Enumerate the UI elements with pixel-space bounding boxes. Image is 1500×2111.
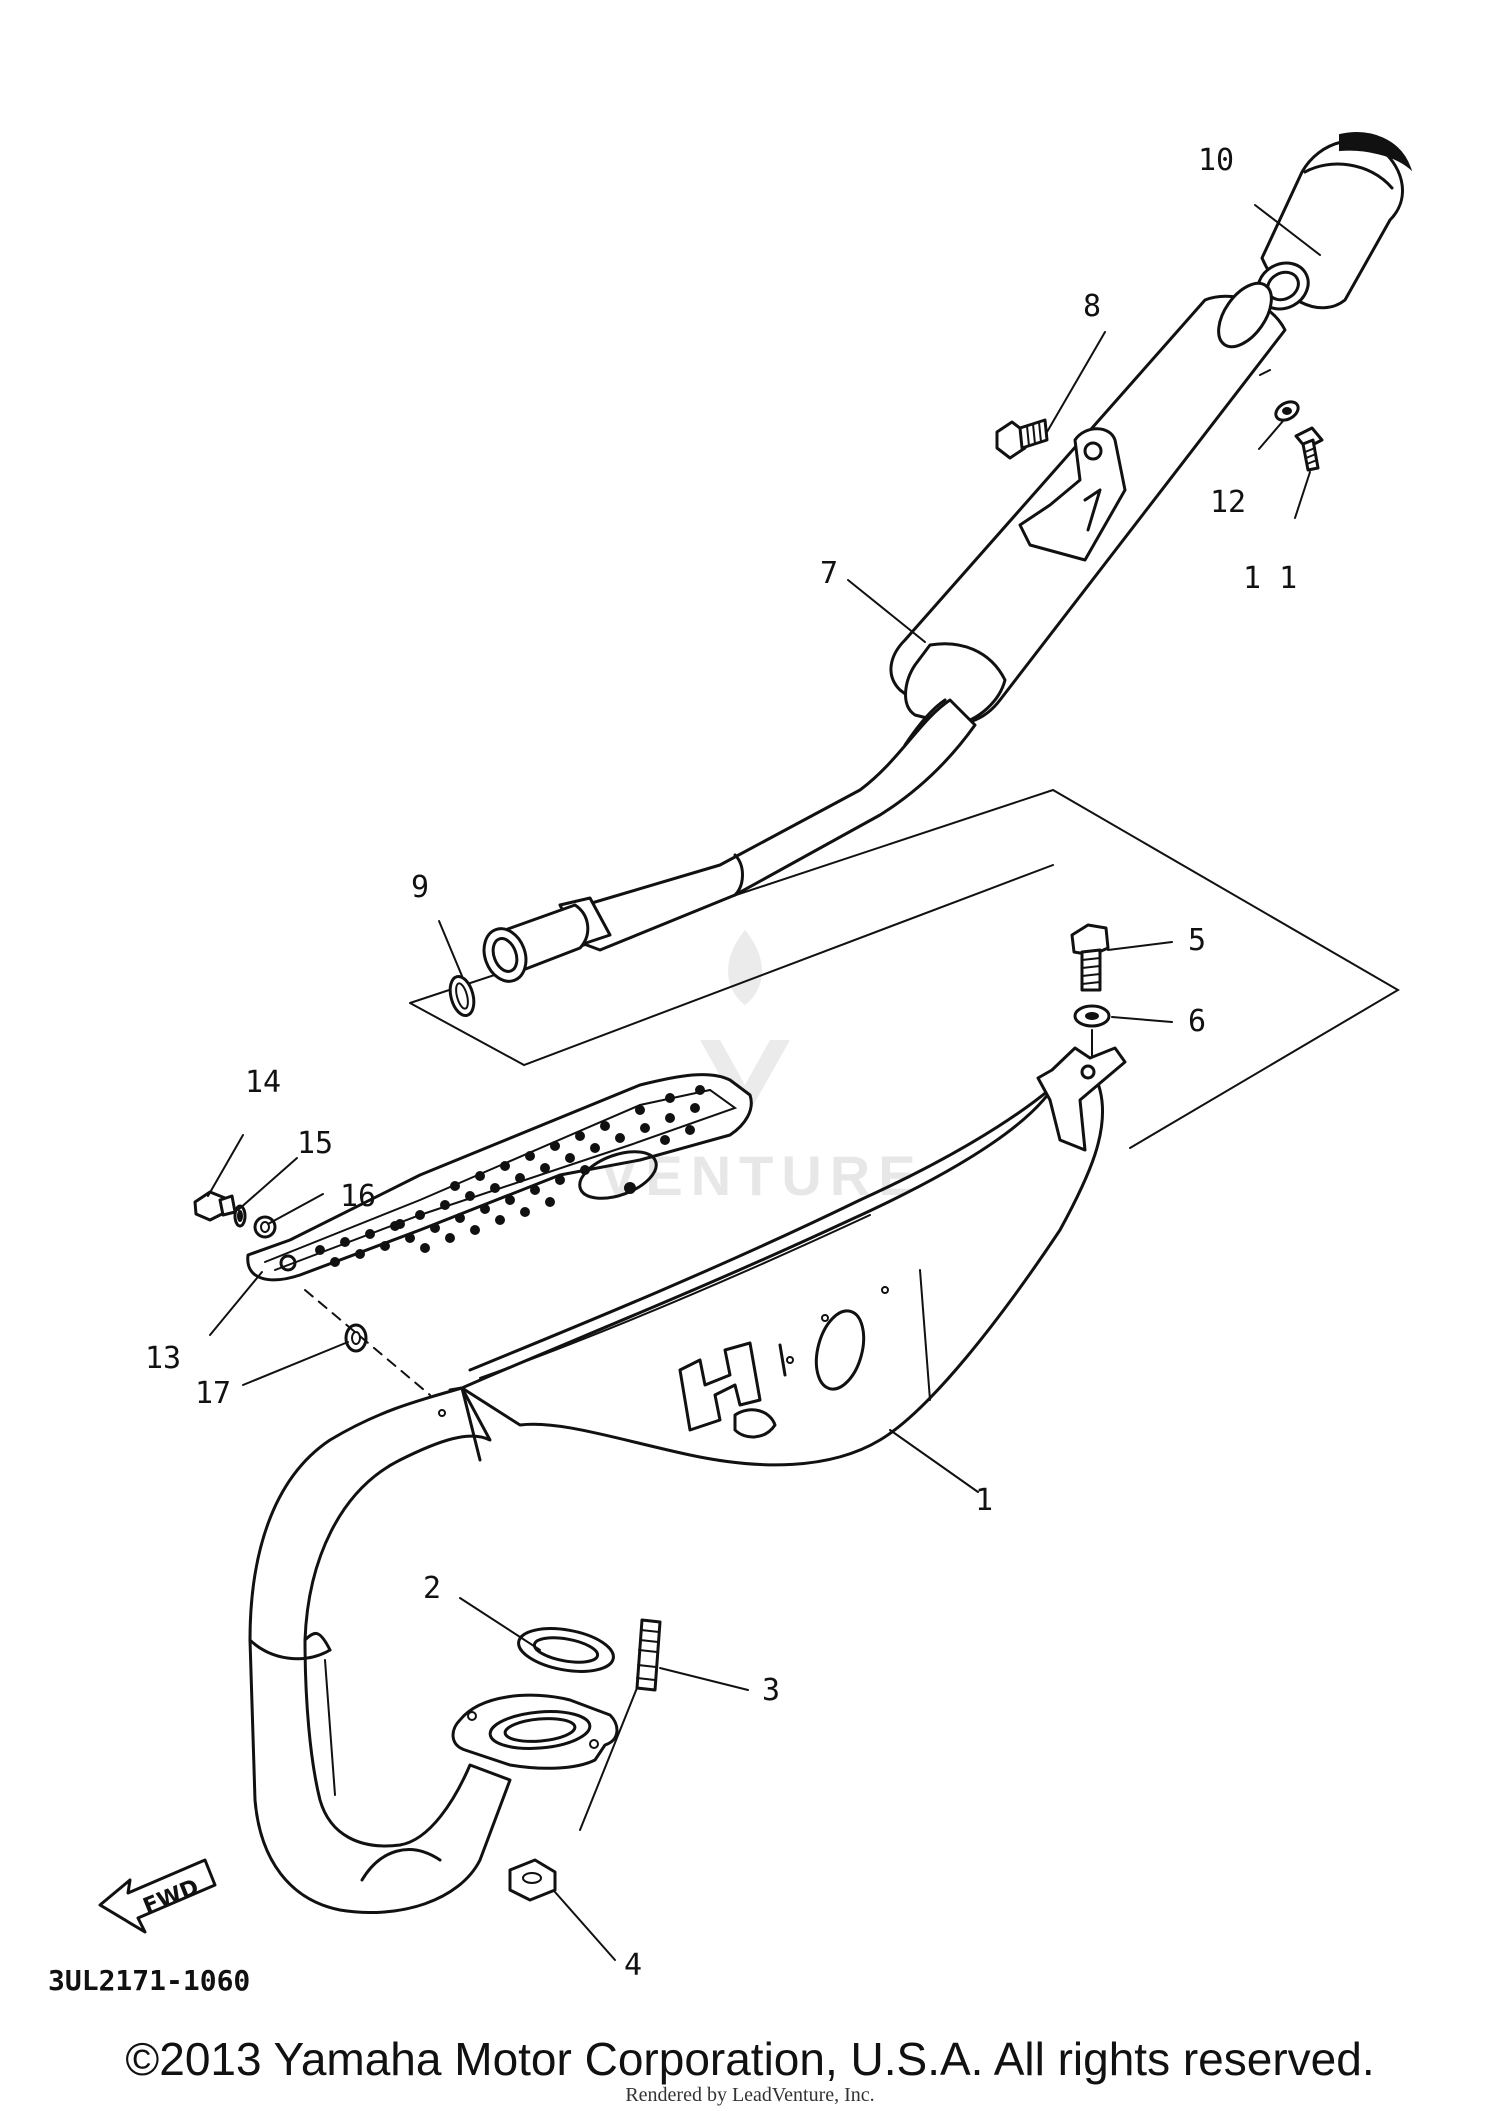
- part-17-dash-leader: [304, 1289, 431, 1396]
- part-2-gasket: [517, 1627, 615, 1673]
- part-16-washer: [253, 1215, 277, 1239]
- part-11-screw: [1294, 426, 1324, 472]
- callout-3: 3: [762, 1673, 780, 1708]
- part-1-expansion-chamber: [248, 1046, 1127, 1915]
- callout-17: 17: [195, 1376, 231, 1411]
- callout-leaders: [207, 204, 1321, 1961]
- part-6-washer: [1073, 1004, 1111, 1028]
- part-4-nut: [508, 1858, 557, 1902]
- copyright-notice: ©2013 Yamaha Motor Corporation, U.S.A. A…: [125, 2033, 1375, 2085]
- callout-16: 16: [340, 1179, 376, 1214]
- part-14-screw: [193, 1190, 237, 1222]
- part-7-connecting-pipe: [482, 698, 977, 983]
- part-7-silencer: [889, 281, 1287, 727]
- part-10-end-cap: [1256, 132, 1413, 311]
- callout-8: 8: [1083, 289, 1101, 324]
- heat-shield-perforations: [315, 1085, 705, 1267]
- part-code: 3UL2171-1060: [48, 1964, 250, 1997]
- part-3-stud: [635, 1618, 662, 1692]
- part-5-bolt: [1070, 923, 1110, 992]
- callout-1: 1: [975, 1483, 993, 1518]
- callout-labels: 10 8 7 12 1 1 9 5 6 14 15 16 13 17 1 2 3…: [145, 143, 1297, 1983]
- callout-11: 1 1: [1243, 561, 1297, 596]
- part-8-bolt: [995, 418, 1049, 460]
- callout-7: 7: [820, 556, 838, 591]
- callout-5: 5: [1188, 923, 1206, 958]
- callout-6: 6: [1188, 1004, 1206, 1039]
- silencer-group-outline: [409, 788, 1400, 1149]
- callout-9: 9: [411, 870, 429, 905]
- callout-15: 15: [297, 1126, 333, 1161]
- part-17-washer: [344, 1323, 368, 1353]
- callout-14: 14: [245, 1065, 281, 1100]
- part-3-leader: [579, 1687, 638, 1831]
- part-9-gasket: [448, 974, 476, 1018]
- fwd-arrow-icon: FWD: [98, 1858, 217, 1934]
- part-12-washer: [1274, 400, 1300, 422]
- callout-10: 10: [1198, 143, 1234, 178]
- callout-13: 13: [145, 1341, 181, 1376]
- part-15-spring-washer: [233, 1204, 247, 1228]
- rendered-by-notice: Rendered by LeadVenture, Inc.: [625, 2084, 875, 2106]
- callout-4: 4: [624, 1948, 642, 1983]
- part-13-heat-shield: [246, 1073, 753, 1282]
- callout-2: 2: [423, 1571, 441, 1606]
- leadventure-watermark: VENTURE: [600, 930, 916, 1207]
- callout-12: 12: [1210, 485, 1246, 520]
